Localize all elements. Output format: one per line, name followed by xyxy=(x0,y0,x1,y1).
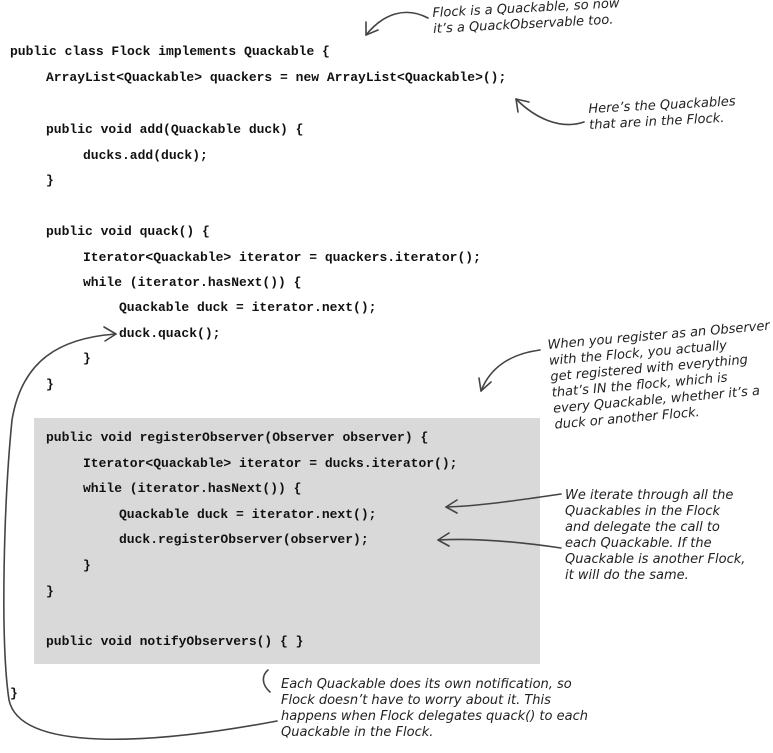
code-add-method-signature: public void add(Quackable duck) { xyxy=(46,122,304,137)
arrow-quackables xyxy=(515,98,585,126)
arrow-flock-quackable xyxy=(365,11,429,36)
arrow-own-notification xyxy=(3,326,278,741)
code-notify-observers-method: public void notifyObservers() { } xyxy=(46,634,304,649)
code-class-declaration: public class Flock implements Quackable … xyxy=(10,44,330,59)
note-own-notification: Each Quackable does its own notification… xyxy=(281,677,588,740)
code-quack-while-close: } xyxy=(83,351,91,366)
code-add-method-body: ducks.add(duck); xyxy=(83,148,208,163)
code-register-while: while (iterator.hasNext()) { xyxy=(83,481,302,496)
code-register-method-close: } xyxy=(46,584,54,599)
arrow-notify-hook xyxy=(262,669,271,693)
code-quack-method-signature: public void quack() { xyxy=(46,224,210,239)
code-quack-method-close: } xyxy=(46,377,54,392)
register-notify-highlight xyxy=(34,418,540,664)
code-quack-while: while (iterator.hasNext()) { xyxy=(83,275,302,290)
code-duck-quack-call: duck.quack(); xyxy=(119,326,221,341)
code-quackers-field: ArrayList<Quackable> quackers = new Arra… xyxy=(46,70,507,85)
code-quack-iterator: Iterator<Quackable> iterator = quackers.… xyxy=(83,250,481,265)
arrow-iterate-next xyxy=(445,493,562,514)
code-register-observer-signature: public void registerObserver(Observer ob… xyxy=(46,430,429,445)
code-quack-next-duck: Quackable duck = iterator.next(); xyxy=(119,300,377,315)
code-register-next-duck: Quackable duck = iterator.next(); xyxy=(119,507,377,522)
note-iterate-delegate: We iterate through all the Quackables in… xyxy=(565,488,746,583)
code-register-iterator: Iterator<Quackable> iterator = ducks.ite… xyxy=(83,456,458,471)
code-duck-register-observer-call: duck.registerObserver(observer); xyxy=(119,532,369,547)
code-register-while-close: } xyxy=(83,558,91,573)
code-add-method-close: } xyxy=(46,173,54,188)
arrow-register-observer xyxy=(478,349,541,392)
arrow-iterate-register xyxy=(437,532,562,549)
code-class-close: } xyxy=(10,686,18,701)
